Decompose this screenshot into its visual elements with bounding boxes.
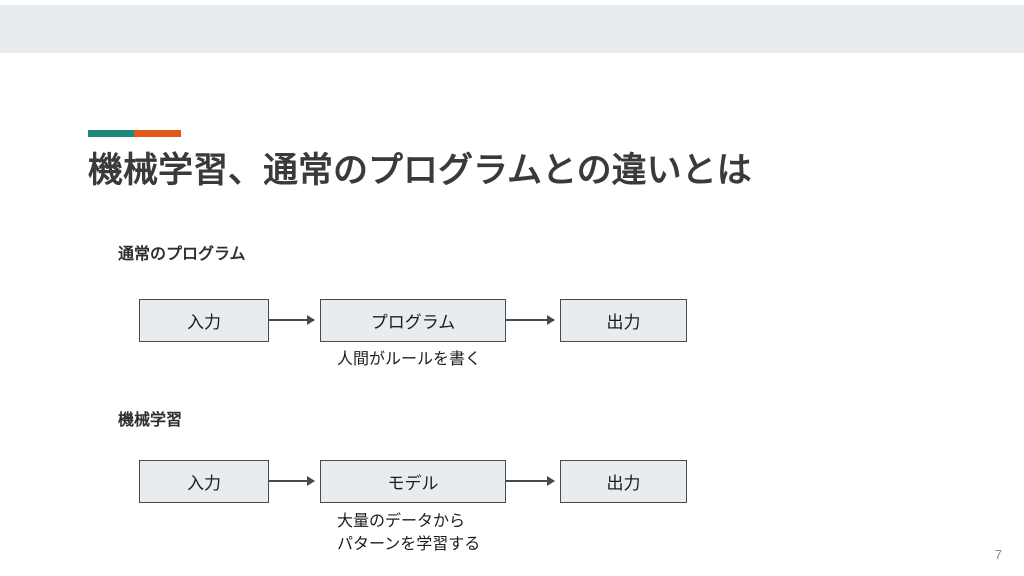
flow-arrow-input-to-middle bbox=[269, 476, 315, 486]
flow-box-output: 出力 bbox=[560, 460, 687, 503]
flow-caption-machine-learning: 大量のデータから パターンを学習する bbox=[337, 510, 480, 556]
flow-caption-line: 人間がルールを書く bbox=[337, 351, 482, 368]
page-title: 機械学習、通常のプログラムとの違いとは bbox=[88, 151, 752, 190]
flow-arrow-input-to-middle bbox=[269, 315, 315, 325]
section-heading-conventional-program: 通常のプログラム bbox=[118, 246, 246, 263]
section-heading-machine-learning: 機械学習 bbox=[118, 412, 183, 429]
flow-caption-conventional-program: 人間がルールを書く bbox=[337, 348, 481, 371]
flow-arrow-middle-to-output bbox=[506, 476, 555, 486]
header-band bbox=[0, 5, 1024, 53]
flow-box-input: 入力 bbox=[139, 460, 269, 503]
accent-rule bbox=[88, 130, 181, 137]
accent-segment-teal bbox=[88, 130, 134, 137]
flow-box-program: プログラム bbox=[320, 299, 506, 342]
flow-arrow-middle-to-output bbox=[506, 315, 555, 325]
accent-segment-orange bbox=[134, 130, 181, 137]
flow-box-model: モデル bbox=[320, 460, 506, 503]
flow-box-input: 入力 bbox=[139, 299, 269, 342]
flow-box-output: 出力 bbox=[560, 299, 687, 342]
flow-caption-line: パターンを学習する bbox=[337, 536, 481, 554]
page-number: 7 bbox=[994, 547, 1002, 562]
flow-caption-line: 大量のデータから bbox=[337, 513, 466, 530]
